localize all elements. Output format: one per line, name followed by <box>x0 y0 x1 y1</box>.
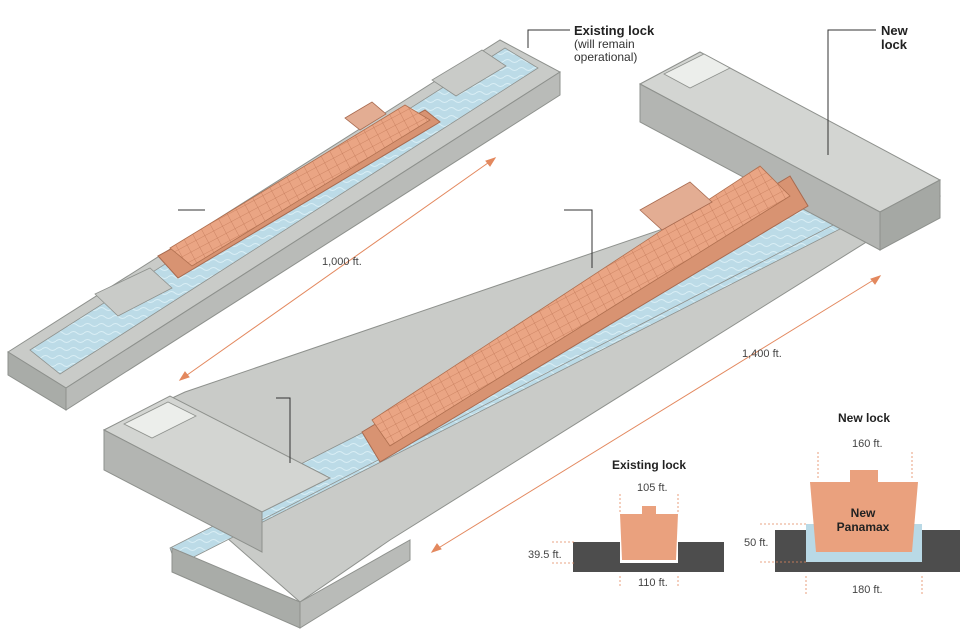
new-panamax-ship <box>361 165 809 463</box>
new-lock-length-label: 1,400 ft. <box>742 348 782 360</box>
new-depth: 50 ft. <box>744 537 769 549</box>
new-cross-section-title: New lock <box>838 411 891 425</box>
existing-lock-ship <box>157 101 441 279</box>
existing-lock-cross-section <box>552 494 724 588</box>
new-bottom-width: 180 ft. <box>852 584 883 596</box>
dimension-lines <box>178 157 882 553</box>
existing-bottom-width: 110 ft. <box>638 577 668 589</box>
existing-lock-note: (will remain operational) <box>574 37 638 64</box>
existing-lock-title: Existing lock <box>574 23 655 38</box>
new-panamax-label: New Panamax <box>836 506 890 534</box>
existing-depth: 39.5 ft. <box>528 549 562 561</box>
new-lock-title: New lock <box>881 23 908 52</box>
existing-cross-section-title: Existing lock <box>612 458 687 472</box>
leader-lines <box>178 29 876 463</box>
existing-top-width: 105 ft. <box>637 482 668 494</box>
existing-lock-length-label: 1,000 ft. <box>322 256 362 268</box>
new-top-width: 160 ft. <box>852 438 883 450</box>
new-lock-cross-section <box>760 452 960 594</box>
